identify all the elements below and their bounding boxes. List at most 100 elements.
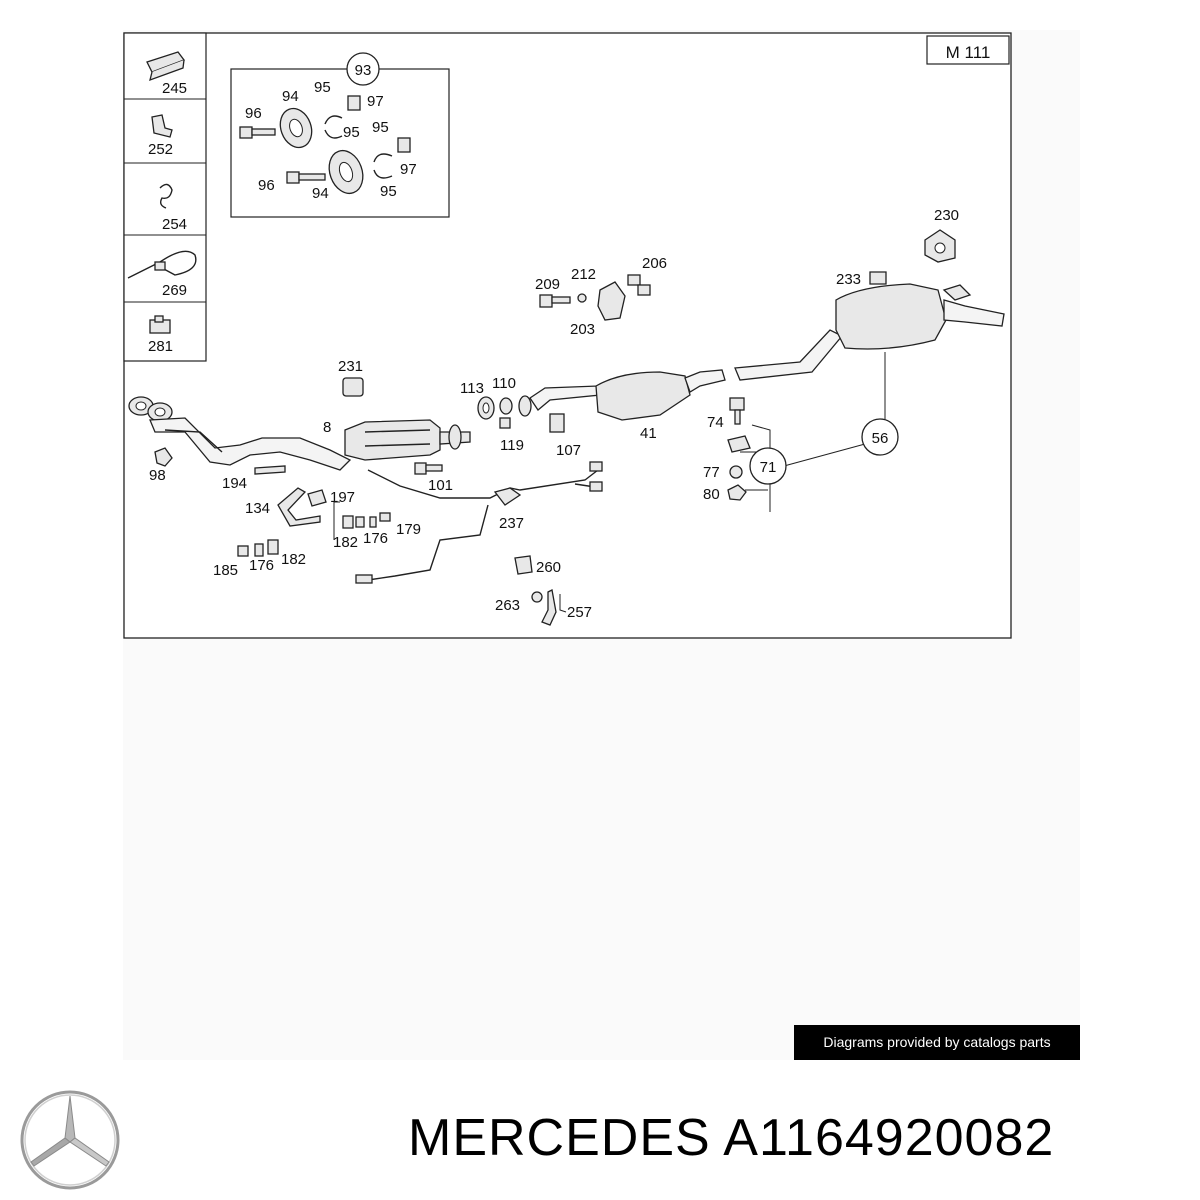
inset-group-circle: [346, 52, 380, 86]
part-label-176: 176: [249, 557, 274, 574]
rear-muffler: [835, 283, 947, 350]
part-number: A1164920082: [723, 1109, 1055, 1167]
clamp-half-icon: [324, 115, 343, 125]
part-labels: 230 206 209 212 233 203 231 113 110 8 11…: [149, 207, 959, 621]
nut-icon: [727, 484, 747, 501]
part-label-185: 185: [213, 562, 238, 579]
clip-icon: [342, 377, 364, 397]
leader-lines: [333, 352, 886, 613]
nut-icon: [154, 447, 173, 467]
part-label-110: 110: [492, 375, 516, 392]
bolt-icon: [286, 171, 326, 184]
washer-icon: [577, 293, 587, 303]
part-label-101: 101: [428, 477, 453, 494]
nut-icon: [307, 489, 327, 507]
inset-label-95: 95: [314, 79, 331, 96]
part-label-263: 263: [495, 597, 520, 614]
part-label-231: 231: [338, 358, 363, 375]
legend-label-281: 281: [148, 338, 173, 355]
inset-label-97: 97: [367, 93, 384, 110]
bolt-icon: [729, 397, 745, 411]
inset-mounting-kit: 93 96 94 95 97 95 95 95 96: [230, 52, 450, 218]
sleeve-icon: [549, 413, 565, 433]
model-code-box: [926, 35, 1010, 65]
rubber-buffer-icon: [869, 271, 887, 285]
mercedes-star-icon: [20, 1090, 120, 1190]
bracket-icon: [277, 487, 321, 527]
catalytic-converter: [344, 419, 441, 461]
part-label-107: 107: [556, 442, 581, 459]
washer-icon: [531, 591, 543, 603]
flange-icon: [448, 424, 462, 450]
inset-label-95: 95: [380, 183, 397, 200]
cable-tie-icon: [127, 250, 197, 279]
nut-clip-icon: [149, 315, 171, 334]
inset-label-94: 94: [312, 185, 329, 202]
front-pipe: [149, 417, 352, 471]
bushing-icon: [342, 515, 354, 529]
part-label-260: 260: [536, 559, 561, 576]
part-label-71: 71: [760, 459, 777, 476]
callout-71: [749, 447, 787, 485]
inset-label-94: 94: [282, 88, 299, 105]
part-label-209: 209: [535, 276, 560, 293]
rubber-icon: [727, 435, 751, 453]
clamp-half-icon: [373, 153, 393, 163]
bolt-icon: [379, 512, 391, 522]
part-label-233: 233: [836, 271, 861, 288]
model-code: M 111: [946, 43, 991, 62]
part-label-113: 113: [460, 380, 484, 397]
exhaust-assembly: [128, 229, 1005, 626]
connector-icon: [589, 481, 603, 492]
sensor-bracket-icon: [254, 465, 286, 475]
part-label-182: 182: [281, 551, 306, 568]
tailpipe: [943, 299, 1005, 327]
legend-label-269: 269: [162, 282, 187, 299]
inset-label-96: 96: [245, 105, 262, 122]
callout-56: [861, 418, 899, 456]
bolt-icon: [237, 545, 249, 557]
part-label-41: 41: [640, 425, 657, 442]
washer-icon: [729, 465, 743, 479]
part-label-98: 98: [149, 467, 166, 484]
spring-clip-icon: [159, 183, 173, 209]
part-label-8: 8: [323, 419, 331, 436]
bracket-icon: [541, 589, 557, 626]
legend-label-245: 245: [162, 80, 187, 97]
part-label-212: 212: [571, 266, 596, 283]
part-label-203: 203: [570, 321, 595, 338]
nut-icon: [397, 137, 411, 153]
bolt-icon: [539, 294, 553, 308]
part-label-56: 56: [872, 430, 889, 447]
part-label-80: 80: [703, 486, 720, 503]
rubber-hanger-icon: [924, 229, 956, 263]
legend-column: 245 252 254 269 281: [123, 32, 207, 362]
part-label-194: 194: [222, 475, 247, 492]
bolt-icon: [627, 274, 641, 286]
ring-icon: [499, 397, 513, 415]
brand-name: MERCEDES: [408, 1109, 711, 1167]
bolt-icon: [514, 555, 533, 575]
inset-group-label: 93: [355, 62, 372, 79]
clamp-half-icon: [373, 169, 393, 179]
inset-label-96: 96: [258, 177, 275, 194]
nut-icon: [499, 417, 511, 429]
part-label-230: 230: [934, 207, 959, 224]
inset-label-95: 95: [372, 119, 389, 136]
clip-icon: [146, 51, 186, 82]
watermark-banner: Diagrams provided by catalogs parts: [794, 1025, 1080, 1060]
legend-label-252: 252: [148, 141, 173, 158]
part-label-206: 206: [642, 255, 667, 272]
rubber-mount-icon: [328, 149, 364, 195]
inset-label-95: 95: [343, 124, 360, 141]
part-caption: MERCEDES A1164920082: [408, 1108, 1054, 1168]
manifold-flange-icon: [128, 396, 173, 422]
center-muffler: [595, 371, 691, 421]
part-label-119: 119: [500, 437, 524, 454]
nut-icon: [347, 95, 361, 111]
part-label-134: 134: [245, 500, 270, 517]
part-label-176: 176: [363, 530, 388, 547]
clamp-icon: [518, 395, 532, 417]
